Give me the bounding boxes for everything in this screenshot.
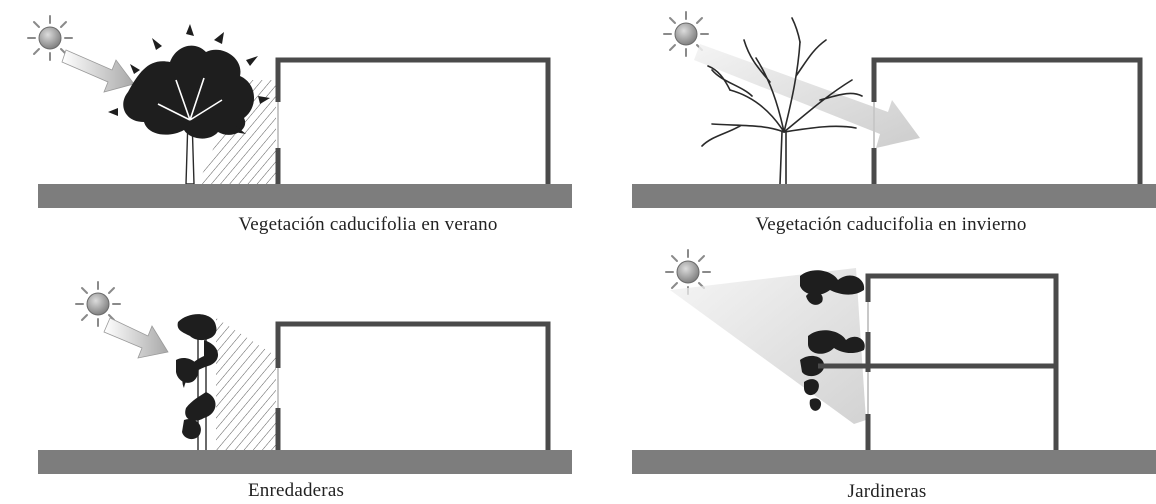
ground <box>38 184 572 208</box>
caption-planters: Jardineras <box>847 481 927 502</box>
sunlight-arrow-icon <box>103 317 169 359</box>
panel-vines <box>38 281 572 474</box>
building-icon <box>275 321 551 450</box>
ground <box>632 450 1156 474</box>
planter-icon <box>800 270 865 411</box>
shade-hatch <box>216 318 276 450</box>
panel-summer <box>27 15 572 208</box>
panel-winter <box>632 11 1156 208</box>
tree-icon <box>701 17 863 185</box>
building-icon <box>818 273 1059 450</box>
building-icon <box>275 57 551 184</box>
caption-winter: Vegetación caducifolia en invierno <box>755 214 1027 235</box>
building-icon <box>871 57 1143 184</box>
caption-vines: Enredaderas <box>247 480 345 501</box>
vine-icon <box>176 314 219 453</box>
panel-planters <box>632 249 1156 474</box>
ground <box>38 450 572 474</box>
ground <box>632 184 1156 208</box>
sunlight-arrow-icon <box>694 44 920 148</box>
sunlight-arrow-icon <box>61 49 135 93</box>
caption-summer: Vegetación caducifolia en verano <box>238 214 498 235</box>
tree-icon <box>108 24 270 185</box>
